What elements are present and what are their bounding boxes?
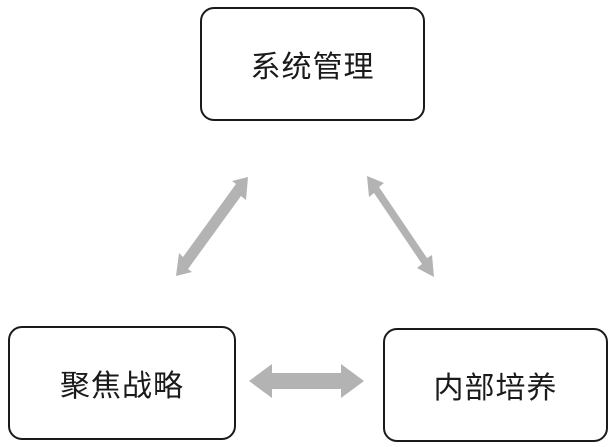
double-arrow-top-right (367, 176, 434, 277)
node-internal-training: 内部培养 (383, 328, 608, 442)
double-arrow-top-left (176, 177, 248, 276)
double-arrow-horizontal (249, 364, 364, 398)
node-focus-strategy: 聚焦战略 (8, 326, 236, 440)
node-label: 聚焦战略 (60, 369, 184, 404)
node-label: 内部培养 (433, 371, 558, 406)
node-system-management: 系统管理 (200, 7, 425, 121)
node-label: 系统管理 (250, 50, 375, 85)
